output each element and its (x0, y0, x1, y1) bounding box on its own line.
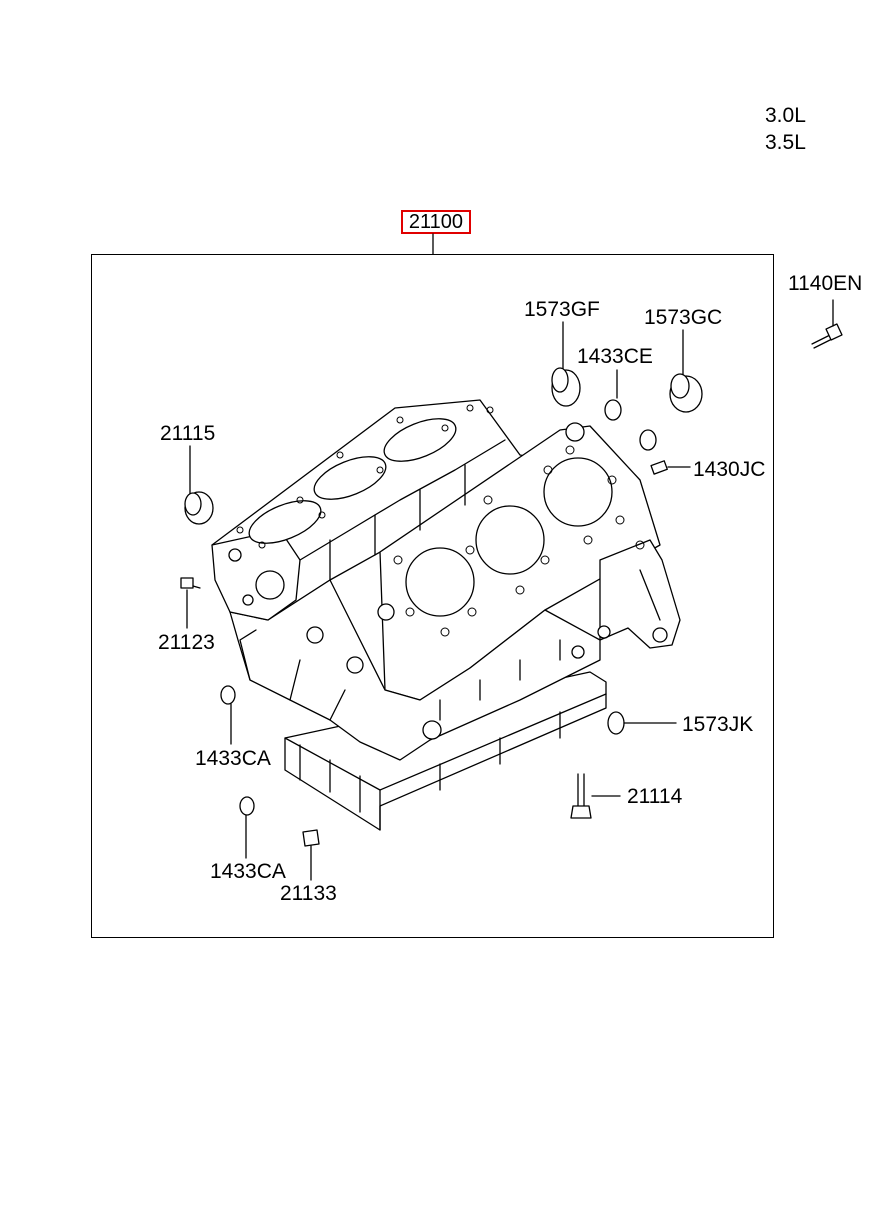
dowel-1433ca-b-drawing (239, 796, 255, 859)
callout-1433ce[interactable]: 1433CE (577, 345, 653, 368)
plug-21133-drawing (302, 829, 320, 881)
bolt-1140en-drawing (811, 299, 843, 349)
callout-1433ca-a[interactable]: 1433CA (195, 747, 271, 770)
plug-1573gc-drawing (669, 329, 703, 413)
pin-1430jc-drawing (639, 429, 691, 475)
engine-variant-3-5l: 3.5L (765, 131, 806, 154)
cylinder-block-drawing (211, 399, 681, 831)
plug-21115-drawing (184, 445, 214, 525)
callout-21115[interactable]: 21115 (160, 422, 216, 445)
right-bank-bolt-holes (393, 445, 645, 637)
callout-21114[interactable]: 21114 (627, 785, 683, 808)
assembly-part-number[interactable]: 21100 (401, 210, 471, 234)
plug-1573jk-drawing (607, 711, 677, 735)
callout-1573gc[interactable]: 1573GC (644, 306, 723, 329)
dowel-1433ca-a-drawing (220, 685, 236, 745)
callout-1573jk[interactable]: 1573JK (682, 713, 754, 736)
bolt-21123-drawing (180, 577, 201, 629)
callout-1573gf[interactable]: 1573GF (524, 298, 600, 321)
callout-21123[interactable]: 21123 (158, 631, 215, 654)
engine-variant-3-0l: 3.0L (765, 104, 806, 127)
bolt-21114-drawing (570, 773, 621, 819)
diagram-frame (91, 254, 774, 938)
plug-1573gf-drawing (551, 321, 581, 407)
callout-1140en[interactable]: 1140EN (788, 272, 863, 295)
callout-1433ca-b[interactable]: 1433CA (210, 860, 286, 883)
callout-21133[interactable]: 21133 (280, 882, 337, 905)
dowel-1433ce-drawing (604, 369, 622, 421)
left-bank-bolt-holes (236, 404, 494, 549)
callout-1430jc[interactable]: 1430JC (693, 458, 766, 481)
